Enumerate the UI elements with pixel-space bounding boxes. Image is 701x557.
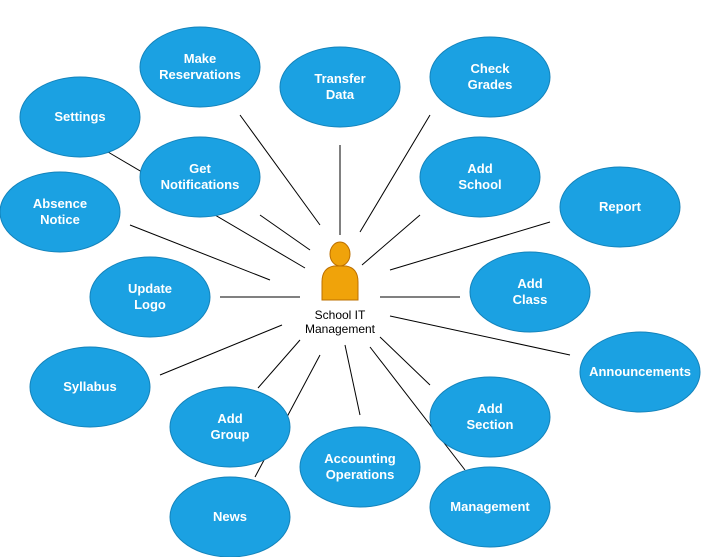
- use-case-label: Announcements: [589, 364, 691, 379]
- connector-absence-notice: [129, 224, 271, 281]
- use-case-management[interactable]: Management: [429, 466, 551, 548]
- use-case-ellipse: [429, 36, 551, 118]
- use-case-label: Add: [517, 276, 542, 291]
- use-case-ellipse: [429, 466, 551, 548]
- connector-syllabus: [159, 324, 283, 376]
- person-icon: [321, 241, 359, 301]
- connector-lines: [107, 114, 571, 478]
- use-case-label: Data: [326, 87, 355, 102]
- use-case-ellipse: [139, 26, 261, 108]
- use-case-ellipse: [469, 251, 591, 333]
- use-case-announcements[interactable]: Announcements: [579, 331, 701, 413]
- use-case-ellipse: [169, 386, 291, 468]
- use-case-label: Add: [467, 161, 492, 176]
- use-case-ellipse: [19, 76, 141, 158]
- connector-check-grades: [359, 114, 431, 233]
- use-case-report[interactable]: Report: [559, 166, 681, 248]
- use-case-label: Report: [599, 199, 642, 214]
- use-case-ellipse: [279, 46, 401, 128]
- use-case-label: News: [213, 509, 247, 524]
- use-case-ellipse: [559, 166, 681, 248]
- use-case-label: Syllabus: [63, 379, 116, 394]
- use-case-ellipse: [419, 136, 541, 218]
- use-case-label: Accounting: [324, 451, 396, 466]
- use-case-label: Reservations: [159, 67, 241, 82]
- use-case-label: Grades: [468, 77, 513, 92]
- use-case-ellipse: [139, 136, 261, 218]
- use-case-label: Section: [467, 417, 514, 432]
- actor[interactable]: School IT Management: [305, 241, 376, 336]
- use-case-ellipse: [429, 376, 551, 458]
- use-case-settings[interactable]: Settings: [19, 76, 141, 158]
- use-case-label: Check: [470, 61, 510, 76]
- connector-management: [369, 346, 466, 471]
- use-case-label: Add: [477, 401, 502, 416]
- use-case-label: Management: [450, 499, 530, 514]
- connector-add-group: [257, 339, 301, 389]
- use-case-ellipse: [579, 331, 701, 413]
- use-case-label: Absence: [33, 196, 87, 211]
- use-case-label: Get: [189, 161, 211, 176]
- actor-name-line-1: School IT: [315, 308, 366, 322]
- use-case-ellipse: [89, 256, 211, 338]
- use-case-ellipse: [169, 476, 291, 557]
- use-case-label: Add: [217, 411, 242, 426]
- use-case-label: Settings: [54, 109, 105, 124]
- use-case-label: Notice: [40, 212, 80, 227]
- use-case-label: Notifications: [161, 177, 240, 192]
- use-case-syllabus[interactable]: Syllabus: [29, 346, 151, 428]
- use-case-label: Class: [513, 292, 548, 307]
- use-case-ellipse: [299, 426, 421, 508]
- use-case-label: School: [458, 177, 501, 192]
- use-case-label: Transfer: [314, 71, 365, 86]
- use-case-ellipse: [0, 171, 121, 253]
- use-case-label: Make: [184, 51, 217, 66]
- connector-announcements: [389, 315, 571, 356]
- use-case-news[interactable]: News: [169, 476, 291, 557]
- connector-add-school: [361, 214, 421, 266]
- actor-name-line-2: Management: [305, 322, 376, 336]
- use-case-label: Logo: [134, 297, 166, 312]
- use-case-label: Group: [211, 427, 250, 442]
- connector-accounting-operations: [344, 344, 361, 416]
- connector-get-notifications: [259, 214, 311, 251]
- connector-make-reservations: [239, 114, 321, 226]
- use-case-label: Operations: [326, 467, 395, 482]
- connector-add-section: [379, 336, 431, 386]
- use-case-label: Update: [128, 281, 172, 296]
- use-case-ellipse: [29, 346, 151, 428]
- connector-report: [389, 221, 551, 271]
